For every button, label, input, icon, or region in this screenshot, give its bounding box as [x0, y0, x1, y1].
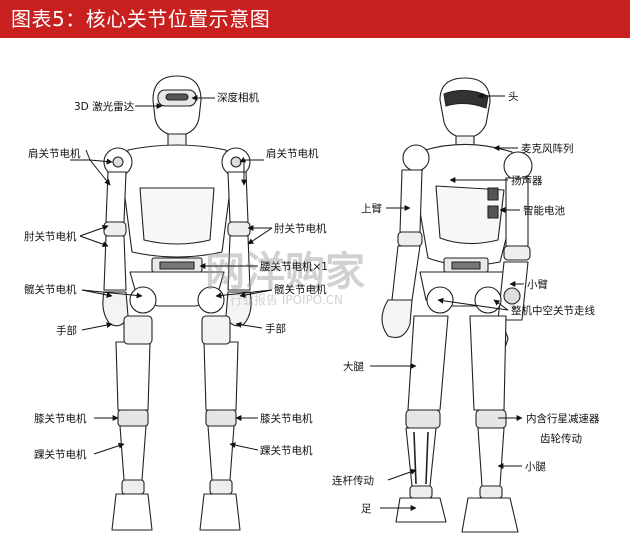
right-labels: 头 麦克风阵列 扬声器 上臂 智能电池 小臂 整机中空关节走线 大腿 内含行星减… [332, 91, 600, 515]
page-title: 图表5：核心关节位置示意图 [11, 7, 271, 31]
label-hand-right: 手部 [265, 322, 286, 335]
left-leader-lines [70, 95, 273, 455]
label-ankle-motor-left: 踝关节电机 [34, 448, 87, 461]
watermark-sub: 行业报告 IPOIPO.CN [230, 292, 343, 307]
label-upper-arm: 上臂 [361, 202, 382, 215]
label-thigh: 大腿 [343, 360, 364, 373]
joint-diagram: 网洋购家 行业报告 IPOIPO.CN [24, 75, 600, 533]
label-speaker: 扬声器 [511, 174, 543, 187]
label-elbow-motor-left: 肘关节电机 [24, 230, 77, 243]
left-labels: 3D 激光雷达 深度相机 肩关节电机 肩关节电机 肘关节电机 肘关节电机 腰关节… [24, 91, 328, 461]
title-bar: 图表5：核心关节位置示意图 [0, 0, 630, 38]
left-robot-figure [102, 75, 252, 531]
label-waist-motor: 腰关节电机×1 [260, 260, 328, 273]
label-head: 头 [508, 91, 519, 103]
label-depth-camera: 深度相机 [217, 91, 259, 104]
label-hollow-joint-wiring: 整机中空关节走线 [511, 304, 595, 317]
label-foot: 足 [361, 503, 372, 515]
right-robot-head [439, 77, 491, 139]
label-smart-battery: 智能电池 [523, 204, 565, 217]
label-gear-drive: 齿轮传动 [540, 432, 582, 445]
watermark: 网洋购家 行业报告 IPOIPO.CN [205, 249, 365, 307]
label-forearm: 小臂 [527, 278, 548, 291]
label-lidar: 3D 激光雷达 [74, 100, 135, 113]
right-leader-lines [370, 93, 524, 511]
label-hip-motor-right: 髋关节电机 [274, 283, 327, 296]
watermark-main: 网洋购家 [205, 249, 365, 295]
right-robot-figure [381, 77, 533, 533]
left-robot-thigh-l [115, 341, 151, 411]
label-shoulder-motor-left: 肩关节电机 [28, 147, 81, 160]
label-linkage-drive: 连杆传动 [332, 474, 374, 487]
label-elbow-motor-right: 肘关节电机 [274, 222, 327, 235]
label-shank: 小腿 [525, 461, 546, 473]
label-knee-motor-left: 膝关节电机 [34, 412, 87, 425]
label-hand-left: 手部 [56, 324, 77, 337]
label-mic-array: 麦克风阵列 [521, 142, 574, 155]
label-knee-motor-right: 膝关节电机 [260, 412, 313, 425]
label-ankle-motor-right: 踝关节电机 [260, 444, 313, 457]
label-shoulder-motor-right: 肩关节电机 [266, 147, 319, 160]
label-hip-motor-left: 髋关节电机 [24, 283, 77, 296]
label-planetary-reducer: 内含行星减速器 [526, 412, 600, 425]
left-robot-thigh-r [203, 341, 239, 411]
